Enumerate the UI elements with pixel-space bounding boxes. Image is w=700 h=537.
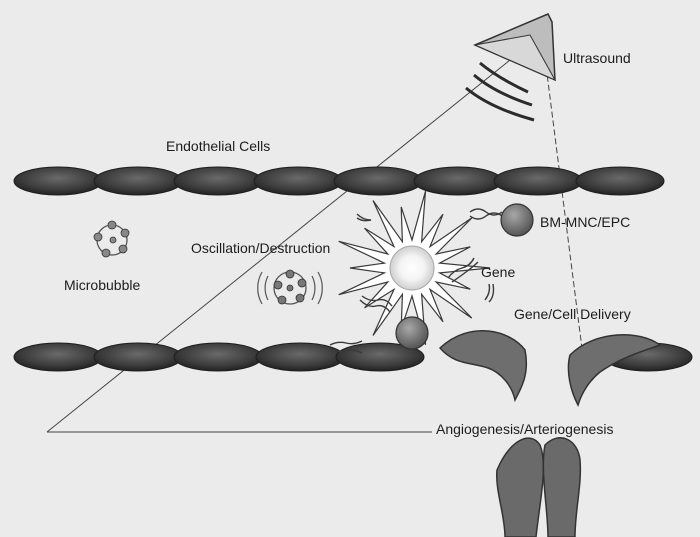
- bm-mnc-cell-icon: [501, 204, 533, 236]
- microbubble-label: Microbubble: [64, 277, 140, 293]
- endothelial-cell: [174, 167, 262, 195]
- oscillation-destruction-label: Oscillation/Destruction: [191, 240, 330, 256]
- endothelial-cell: [334, 167, 422, 195]
- gene-cell-delivery-label: Gene/Cell Delivery: [514, 306, 631, 322]
- delivered-cell-icon: [396, 317, 428, 349]
- endothelial-cell: [94, 343, 182, 371]
- gene-label: Gene: [481, 264, 515, 280]
- microbubble-icon: [94, 221, 129, 257]
- upper-endothelial-row: [14, 167, 664, 195]
- endothelial-cell: [14, 343, 102, 371]
- endothelial-cell: [254, 167, 342, 195]
- ultrasound-label: Ultrasound: [563, 50, 631, 66]
- endothelial-cell: [494, 167, 582, 195]
- endothelial-cell: [174, 343, 262, 371]
- angiogenesis-label: Angiogenesis/Arteriogenesis: [436, 421, 613, 437]
- burst-core-icon: [390, 246, 434, 290]
- endothelial-cell: [94, 167, 182, 195]
- ultrasound-transducer-icon: [466, 14, 555, 120]
- endothelial-cell: [14, 167, 102, 195]
- endothelial-cell: [576, 167, 664, 195]
- endothelial-cells-label: Endothelial Cells: [166, 138, 270, 154]
- endothelial-cell: [256, 343, 344, 371]
- oscillating-microbubble-icon: [258, 270, 323, 304]
- bm-mnc-epc-label: BM-MNC/EPC: [540, 214, 630, 230]
- endothelial-cell: [414, 167, 502, 195]
